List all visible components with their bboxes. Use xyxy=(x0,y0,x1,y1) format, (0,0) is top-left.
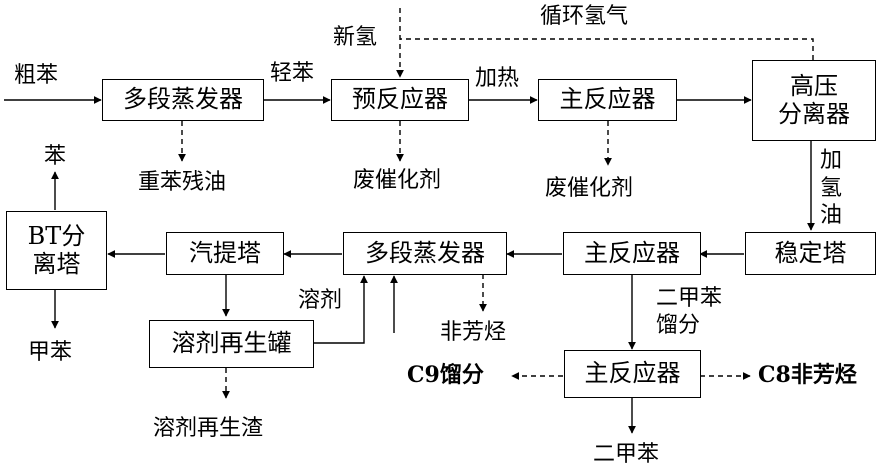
multistage-evaporator-mid-label: 多段蒸发器 xyxy=(365,238,485,267)
crude-benzene-label: 粗苯 xyxy=(14,63,59,88)
pre-reactor-label: 预反应器 xyxy=(352,85,448,114)
xylene-fraction-label-line1: 二甲苯 xyxy=(656,286,723,311)
heating-label: 加热 xyxy=(475,66,520,91)
light-benzene-label: 轻苯 xyxy=(270,61,315,86)
pre-reactor-box: 预反应器 xyxy=(331,79,469,121)
stabilizer-label: 稳定塔 xyxy=(774,238,847,267)
solvent-label: 溶剂 xyxy=(298,288,343,313)
benzene-label: 苯 xyxy=(44,144,67,169)
xylene-fraction-label-line2: 馏分 xyxy=(656,313,701,338)
main-reactor-bottom-box: 主反应器 xyxy=(564,350,701,398)
multistage-evaporator-top-box: 多段蒸发器 xyxy=(102,79,264,121)
main-reactor-mid-box: 主反应器 xyxy=(563,232,701,275)
bt-column-label-line1: BT分 xyxy=(27,221,86,250)
stripper-box: 汽提塔 xyxy=(166,232,284,275)
heavy-residue-label: 重苯残油 xyxy=(138,170,227,195)
hp-separator-label-line2: 分离器 xyxy=(778,99,850,128)
multistage-evaporator-top-label: 多段蒸发器 xyxy=(123,85,243,114)
xylene-label: 二甲苯 xyxy=(593,442,660,467)
c9-fraction-label: C9馏分 xyxy=(407,362,484,388)
bt-column-box: BT分 离塔 xyxy=(6,211,107,290)
hp-separator-label-line1: 高压 xyxy=(790,71,838,100)
spent-catalyst-1-label: 废催化剂 xyxy=(353,168,442,193)
recycle-hydrogen-label: 循环氢气 xyxy=(540,4,629,29)
multistage-evaporator-mid-box: 多段蒸发器 xyxy=(343,232,507,275)
arrow-solvent-recycle xyxy=(314,275,368,344)
c8-non-aromatics-label: C8非芳烃 xyxy=(758,362,857,388)
non-aromatics-label: 非芳烃 xyxy=(440,320,507,345)
solvent-regen-tank-label: 溶剂再生罐 xyxy=(171,329,292,358)
toluene-label: 甲苯 xyxy=(28,340,73,365)
hp-separator-box: 高压 分离器 xyxy=(752,60,876,141)
stripper-label: 汽提塔 xyxy=(189,238,261,267)
solvent-regen-residue-label: 溶剂再生渣 xyxy=(153,416,264,441)
spent-catalyst-2-label: 废催化剂 xyxy=(545,176,634,201)
new-hydrogen-label: 新氢 xyxy=(333,25,378,50)
solvent-regen-tank-box: 溶剂再生罐 xyxy=(149,320,314,368)
main-reactor-mid-label: 主反应器 xyxy=(584,238,680,267)
hydro-oil-label: 加氢油 xyxy=(819,148,842,228)
main-reactor-top-label: 主反应器 xyxy=(559,85,656,114)
stabilizer-box: 稳定塔 xyxy=(745,232,876,275)
main-reactor-bottom-label: 主反应器 xyxy=(584,359,681,388)
main-reactor-top-box: 主反应器 xyxy=(538,79,677,121)
recycle-hydrogen-line xyxy=(400,38,814,60)
bt-column-label-line2: 离塔 xyxy=(32,249,81,278)
